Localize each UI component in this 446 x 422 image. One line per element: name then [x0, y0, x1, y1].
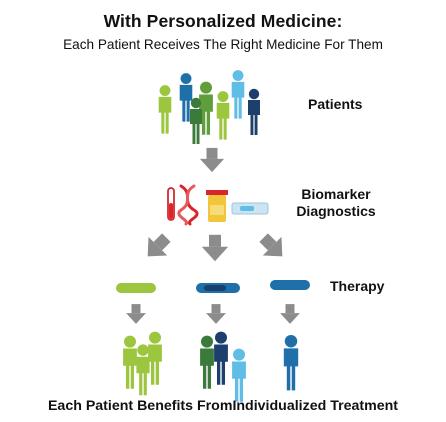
arrow-down-icon	[199, 147, 225, 173]
person-icon	[148, 331, 162, 385]
arrow-down-icon	[201, 234, 229, 262]
person-icon	[136, 344, 150, 396]
patients-label: Patients	[308, 96, 363, 112]
biomarker-icons	[167, 184, 269, 226]
person-icon	[214, 331, 228, 385]
person-icon	[199, 81, 213, 135]
arrow-down-right-icon	[254, 228, 292, 266]
sample-jar-icon	[206, 190, 228, 222]
arrow-down-icon	[206, 304, 226, 324]
therapy-label: Therapy	[330, 278, 385, 294]
biomarker-diagnostics-label: Biomarker Diagnostics	[276, 186, 396, 220]
person-icon	[200, 335, 214, 389]
person-icon	[232, 348, 246, 402]
biomarker-label-line1: Biomarker	[301, 186, 371, 202]
diagram-subtitle: Each Patient Receives The Right Medicine…	[63, 37, 383, 52]
person-icon	[283, 334, 299, 391]
person-icon	[123, 335, 137, 389]
person-icon	[231, 70, 245, 119]
pill-icon	[116, 283, 156, 293]
biomarker-label-line2: Diagnostics	[296, 203, 376, 219]
patients-group	[158, 70, 260, 144]
person-icon	[216, 91, 230, 140]
footer-caption: Each Patient Benefits FromIndividualized…	[47, 398, 399, 414]
arrow-down-icon	[280, 304, 300, 324]
diagram-title: With Personalized Medicine:	[103, 11, 343, 31]
dna-icon	[177, 184, 199, 226]
outcome-group-left	[123, 331, 162, 396]
test-tube-icon	[167, 187, 175, 221]
person-icon	[248, 88, 260, 135]
outcome-group-middle	[200, 331, 246, 402]
arrow-down-icon	[126, 304, 146, 324]
pill-icon	[270, 280, 310, 290]
arrow-down-left-icon	[138, 228, 176, 266]
slide-icon	[231, 202, 269, 215]
outcome-group-right	[283, 334, 299, 391]
person-icon	[190, 97, 202, 144]
person-icon	[158, 85, 172, 134]
